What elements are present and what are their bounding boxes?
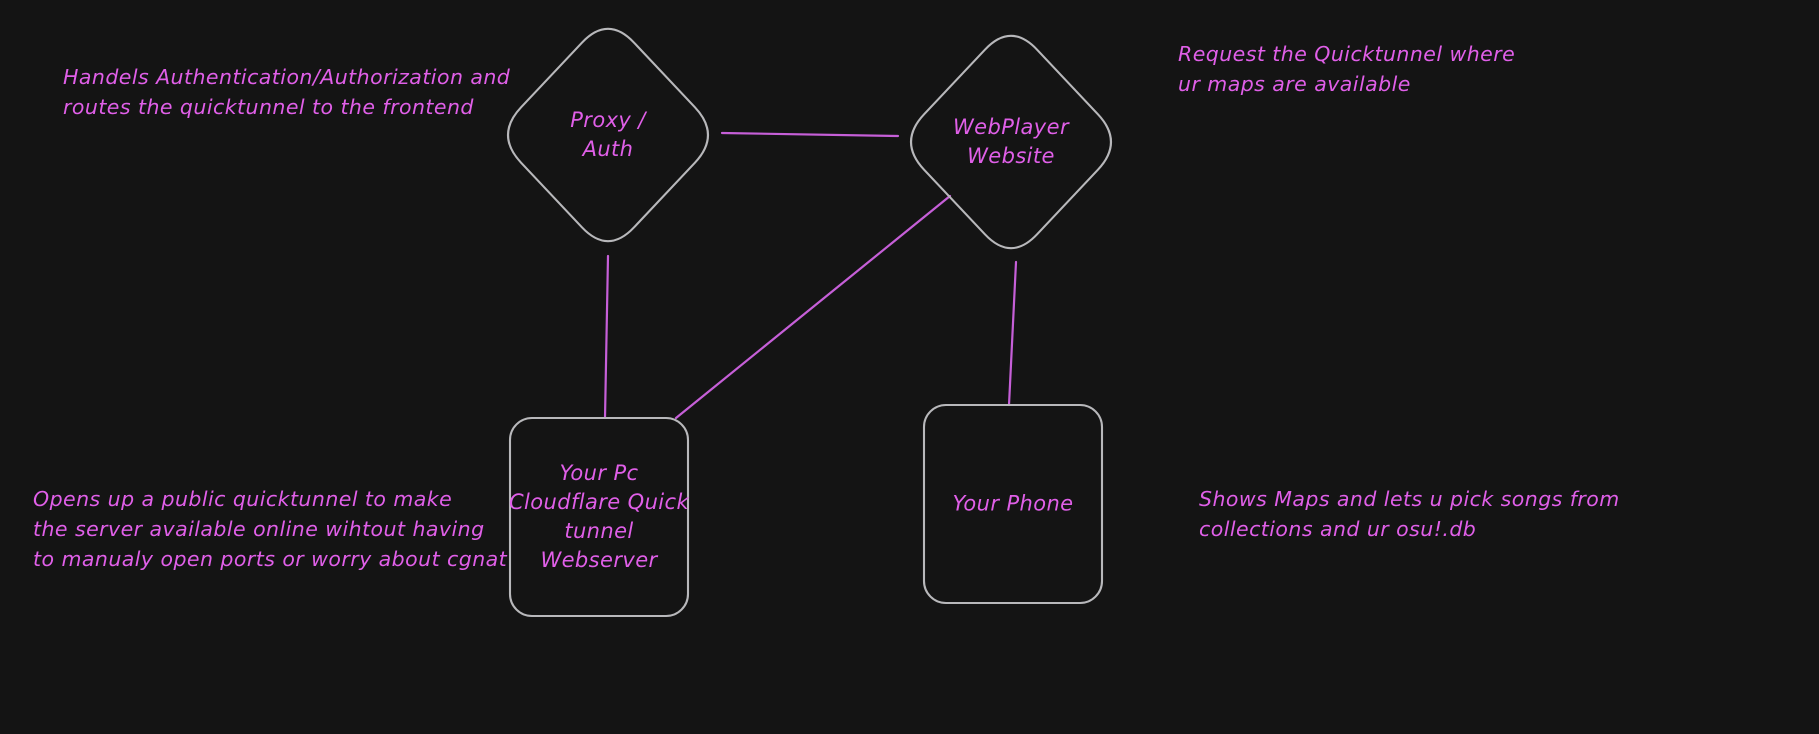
edge-webplayer-to-your-phone (1007, 260, 1018, 407)
node-shape-proxy-auth[interactable] (507, 27, 709, 243)
annotation-your-pc: Opens up a public quicktunnel to make th… (33, 487, 508, 571)
edge-proxy-to-your-pc (603, 254, 610, 420)
annotation-webplayer-website: Request the Quicktunnel where ur maps ar… (1178, 42, 1516, 96)
edge-webplayer-to-your-pc (674, 194, 952, 420)
node-shape-webplayer-website[interactable] (910, 34, 1112, 250)
node-shape-your-pc[interactable] (508, 416, 690, 618)
node-shape-your-phone[interactable] (922, 403, 1104, 605)
annotation-proxy-auth: Handels Authentication/Authorization and… (63, 65, 511, 119)
annotation-your-phone: Shows Maps and lets u pick songs from co… (1199, 487, 1620, 541)
edge-proxy-to-webplayer (720, 131, 900, 138)
